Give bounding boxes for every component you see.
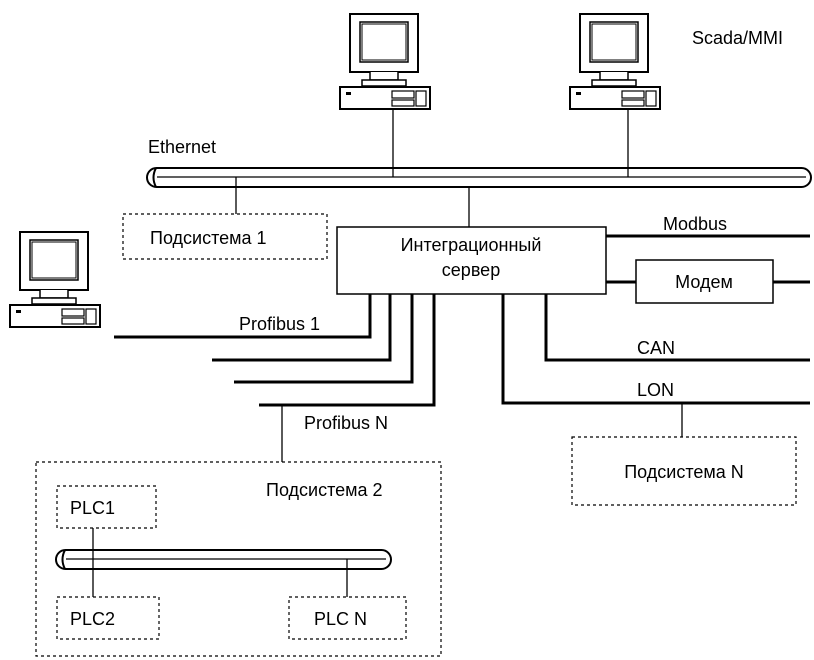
profibusN-label: Profibus N — [304, 413, 388, 433]
computer-icon — [339, 13, 431, 110]
modbus-label: Modbus — [663, 214, 727, 234]
subsystem1-label: Подсистема 1 — [150, 228, 267, 248]
modem-label: Модем — [675, 272, 733, 292]
subsystem2-label: Подсистема 2 — [266, 480, 383, 500]
plc1-label: PLC1 — [70, 498, 115, 518]
plc2-box — [56, 596, 160, 640]
can-label: CAN — [637, 338, 675, 358]
profibus2-line — [212, 294, 392, 362]
can-line — [544, 294, 810, 362]
profibusN-line — [259, 294, 436, 407]
subsystemN-label: Подсистема N — [624, 462, 744, 482]
lon-line — [501, 294, 810, 405]
server-label-line1: Интеграционный — [401, 235, 542, 255]
plcN-label: PLC N — [314, 609, 367, 629]
integration-server-box — [336, 226, 607, 295]
plc2-label: PLC2 — [70, 609, 115, 629]
computer-icon — [9, 231, 101, 328]
profibus1-line — [114, 294, 372, 339]
subsystem2-bus — [55, 549, 392, 570]
ethernet-bus — [146, 167, 812, 188]
subsystem1-box — [122, 213, 328, 260]
lon-label: LON — [637, 380, 674, 400]
ethernet-label: Ethernet — [148, 137, 216, 157]
plc1-box — [56, 485, 157, 529]
scada-label: Scada/MMI — [692, 28, 783, 48]
subsystemN-box — [571, 436, 797, 506]
computer-icon — [569, 13, 661, 110]
profibus1-label: Profibus 1 — [239, 314, 320, 334]
server-label-line2: сервер — [442, 260, 500, 280]
profibus3-line — [234, 294, 414, 384]
plcN-box — [288, 596, 407, 640]
